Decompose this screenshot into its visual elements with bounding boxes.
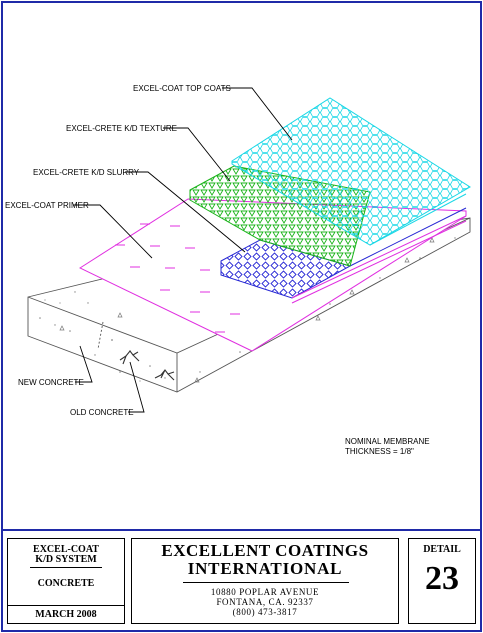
membrane-note-line2: THICKNESS = 1/8": [345, 447, 414, 456]
company-address: 10880 POPLAR AVENUE: [210, 587, 320, 597]
detail-number: 23: [425, 560, 459, 597]
detail-box: [408, 538, 476, 624]
top-coats-layer: [231, 97, 471, 246]
concrete-triangles: [59, 237, 435, 383]
label-texture: EXCEL-CRETE K/D TEXTURE: [66, 124, 177, 133]
system-name-line2: K/D SYSTEM: [35, 554, 97, 565]
membrane-edge: [291, 215, 467, 304]
system-name-line1: EXCEL-COAT: [33, 544, 99, 555]
isometric-diagram: [27, 87, 471, 413]
company-city: FONTANA, CA. 92337: [216, 597, 314, 607]
label-top-coats: EXCEL-COAT TOP COATS: [133, 84, 231, 93]
concrete-aggregate: [39, 237, 456, 382]
label-primer: EXCEL-COAT PRIMER: [5, 201, 89, 210]
system-info-box: [7, 538, 125, 624]
company-name-line1: EXCELLENT COATINGS: [161, 541, 369, 560]
date-label: MARCH 2008: [35, 609, 97, 620]
company-box: [131, 538, 399, 624]
membrane-note-line1: NOMINAL MEMBRANE: [345, 437, 430, 446]
company-phone: (800) 473-3817: [232, 607, 298, 617]
crack-marks: [119, 350, 175, 381]
company-underline: [183, 582, 349, 583]
leader-lines: [73, 87, 293, 413]
title-block-divider: [1, 529, 482, 531]
detail-label: DETAIL: [423, 544, 461, 555]
system-name-underline: [30, 567, 102, 568]
label-old-concrete: OLD CONCRETE: [70, 408, 134, 417]
slurry-layer: [220, 239, 352, 299]
date-divider: [7, 605, 125, 606]
label-new-concrete: NEW CONCRETE: [18, 378, 84, 387]
label-slurry: EXCEL-CRETE K/D SLURRY: [33, 168, 140, 177]
substrate-label: CONCRETE: [37, 578, 95, 589]
company-name-line2: INTERNATIONAL: [187, 559, 343, 578]
